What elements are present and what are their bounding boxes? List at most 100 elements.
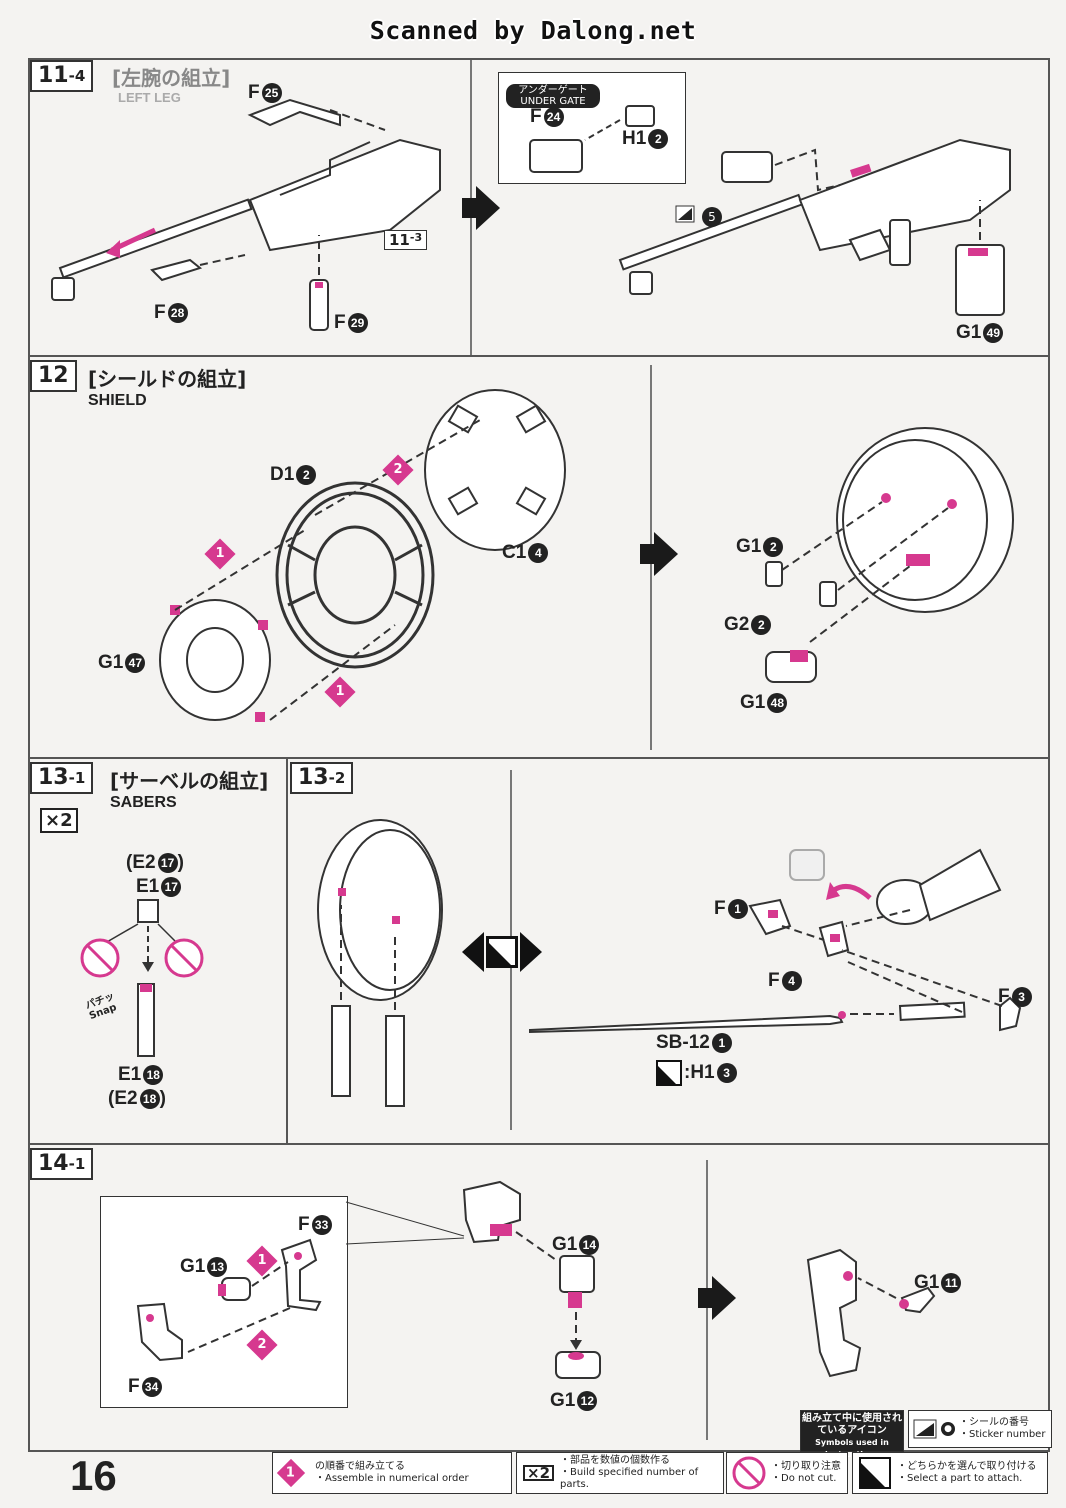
- order-icon: 1: [276, 1458, 306, 1488]
- next-arrow-icon: [698, 1276, 736, 1320]
- part-number-badge: 17: [161, 876, 182, 897]
- sticker-number-5: 5: [700, 206, 722, 227]
- legend-order: 1 の順番で組み立てる・Assemble in numerical order: [272, 1452, 512, 1494]
- step-12-title-en: SHIELD: [88, 392, 147, 409]
- page-number: 16: [70, 1452, 117, 1499]
- saber-assembly-diagram: [80, 899, 204, 1057]
- legend-select-en: ・Select a part to attach.: [897, 1473, 1023, 1484]
- divider-14: [28, 1143, 1048, 1145]
- part-number-badge: 1: [711, 1032, 732, 1053]
- step-number: 14: [38, 1151, 69, 1176]
- part-letter: G1: [552, 1234, 578, 1255]
- part-number-badge: 4: [781, 970, 802, 991]
- part-letter: C1: [502, 542, 527, 563]
- quantity-text: ×2: [45, 810, 73, 831]
- part-letter: D1: [270, 464, 295, 485]
- next-arrow-icon: [462, 186, 500, 230]
- legend-order-jp: の順番で組み立てる: [315, 1461, 405, 1472]
- step-13-title-en: SABERS: [110, 794, 177, 811]
- step-14-1-result-diagram: [806, 1248, 936, 1378]
- shield-saber-mount-diagram: [317, 819, 443, 1107]
- legend-title-box: 組み立て中に使用されているアイコン Symbols used in instru…: [800, 1410, 904, 1459]
- part-number-badge: 2: [751, 614, 772, 635]
- step-number-13-1: 13-1: [30, 762, 94, 794]
- step-sub-number: -1: [68, 1155, 86, 1173]
- part-number-badge: 28: [167, 302, 188, 323]
- ref-sub-step: -3: [409, 231, 423, 244]
- part-number-badge: 14: [579, 1234, 600, 1255]
- part-number-badge: 17: [157, 852, 178, 873]
- order-marker-1: 1: [204, 538, 236, 570]
- select-part-icon: [859, 1457, 891, 1489]
- sticker-icon: [913, 1419, 937, 1439]
- next-arrow-icon: [640, 532, 678, 576]
- part-number-badge: 48: [767, 692, 788, 713]
- select-one-swap-icon: [462, 932, 542, 972]
- part-letter: F: [128, 1376, 140, 1397]
- step-number: 13: [38, 765, 69, 790]
- step-12-shield-diagram: [159, 389, 566, 722]
- sticker-number-badge: 5: [702, 206, 722, 227]
- reference-step-11-3: 11-3: [384, 230, 428, 250]
- part-letter: F: [248, 82, 260, 103]
- step-14-1-detail-diagram: [136, 1238, 322, 1362]
- quantity-icon: ×2: [523, 1465, 555, 1481]
- step-number-13-2: 13-2: [290, 762, 354, 794]
- part-number-badge: 25: [261, 82, 282, 103]
- part-letter: F: [998, 986, 1010, 1007]
- rifle-stock-part: [247, 98, 341, 127]
- no-cut-icon: [80, 938, 120, 978]
- part-letter: G1: [180, 1256, 206, 1277]
- part-letter: G1: [956, 322, 982, 343]
- scanner-watermark: Scanned by Dalong.net: [369, 16, 697, 45]
- step-13-title-jp: [サーベルの組立]: [110, 769, 269, 793]
- part-letter: F: [298, 1214, 310, 1235]
- part-number-badge: 3: [716, 1063, 737, 1083]
- step-12-title-jp: [シールドの組立]: [88, 367, 247, 391]
- part-number-badge: 2: [648, 128, 669, 149]
- step-11-4-left-diagram: [51, 98, 441, 331]
- step-14-1-main-diagram: [462, 1180, 601, 1379]
- legend-cut-jp: ・切り取り注意: [771, 1461, 841, 1472]
- under-gate-badge: アンダーゲート UNDER GATE: [506, 84, 600, 108]
- instruction-frame: [28, 58, 1050, 1452]
- part-letter: E1: [118, 1064, 142, 1085]
- no-cut-icon: [164, 938, 204, 978]
- part-number-badge: 47: [125, 652, 146, 673]
- ref-step: 11: [389, 231, 410, 249]
- select-part-icon: [486, 936, 518, 968]
- legend-no-cut: ・切り取り注意・Do not cut.: [726, 1452, 848, 1494]
- legend-select-jp: ・どちらかを選んで取り付ける: [897, 1461, 1037, 1472]
- order-number: 1: [257, 1253, 267, 1268]
- order-number: 2: [393, 462, 403, 477]
- part-letter: SB-12: [656, 1032, 710, 1053]
- step-number: 12: [38, 363, 69, 388]
- order-number: 1: [335, 684, 345, 699]
- sticker-number-example-icon: ●: [941, 1422, 955, 1436]
- legend-qty-jp: ・部品を数値の個数作る: [560, 1455, 671, 1466]
- part-letter: (E2: [108, 1088, 138, 1109]
- part-letter: :H1: [684, 1062, 715, 1083]
- part-number-badge: 29: [347, 312, 368, 333]
- step-number: 11: [38, 63, 69, 88]
- step-sub-number: -2: [328, 769, 346, 787]
- part-number-badge: 18: [143, 1064, 164, 1085]
- part-number-badge: 4: [528, 542, 549, 563]
- order-number: 1: [215, 546, 225, 561]
- order-marker-2: 2: [246, 1329, 278, 1361]
- legend-sticker-jp: ・シールの番号: [959, 1417, 1029, 1428]
